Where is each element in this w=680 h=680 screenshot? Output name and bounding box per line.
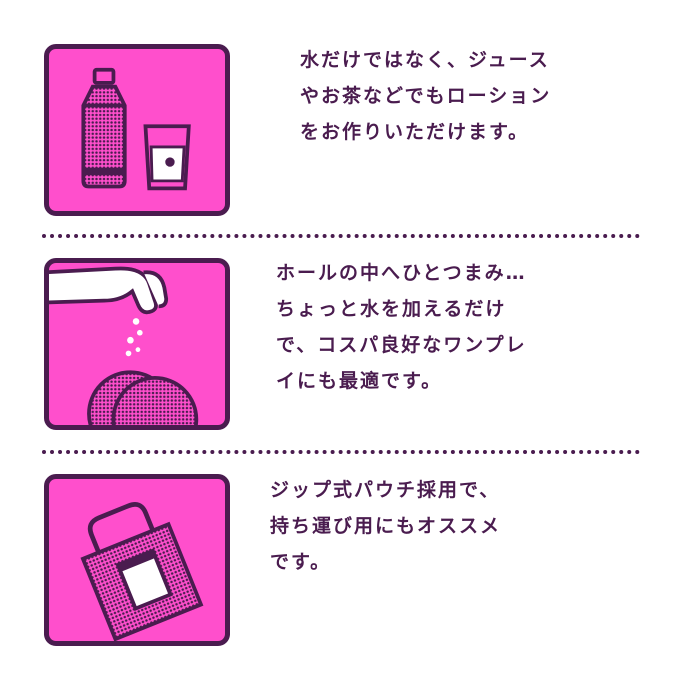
feature-text-2: ホールの中へひとつまみ… ちょっと水を加えるだけ で、コスパ良好なワンプレ イに… [276, 255, 527, 399]
feature-text-line: やお茶などでもローション [300, 85, 552, 107]
feature-text-line: 水だけではなく、ジュース [300, 49, 550, 71]
feature-icon-box-2 [44, 258, 230, 430]
feature-text-line: をお作りいただけます。 [300, 121, 530, 143]
bottle-and-glass-icon [81, 67, 191, 191]
feature-text-line: ホールの中へひとつまみ… [276, 262, 527, 284]
feature-text-line: です。 [270, 551, 332, 573]
feature-text-line: イにも最適です。 [276, 370, 443, 392]
feature-text-line: 持ち運び用にもオススメ [270, 515, 502, 537]
dotted-divider [42, 450, 640, 454]
feature-text-line: ちょっと水を加えるだけ [276, 298, 507, 320]
feature-icon-box-3 [44, 474, 230, 646]
feature-text-3: ジップ式パウチ採用で、 持ち運び用にもオススメ です。 [270, 472, 501, 580]
dotted-divider [42, 234, 640, 238]
feature-text-1: 水だけではなく、ジュース やお茶などでもローション をお作りいただけます。 [300, 42, 551, 150]
feature-text-line: で、コスパ良好なワンプレ [276, 334, 527, 356]
tote-bag-with-pouch-icon [80, 502, 204, 641]
hand-sprinkling-powder-icon [49, 266, 199, 425]
feature-text-line: ジップ式パウチ採用で、 [270, 479, 501, 501]
feature-icon-box-1 [44, 44, 230, 216]
